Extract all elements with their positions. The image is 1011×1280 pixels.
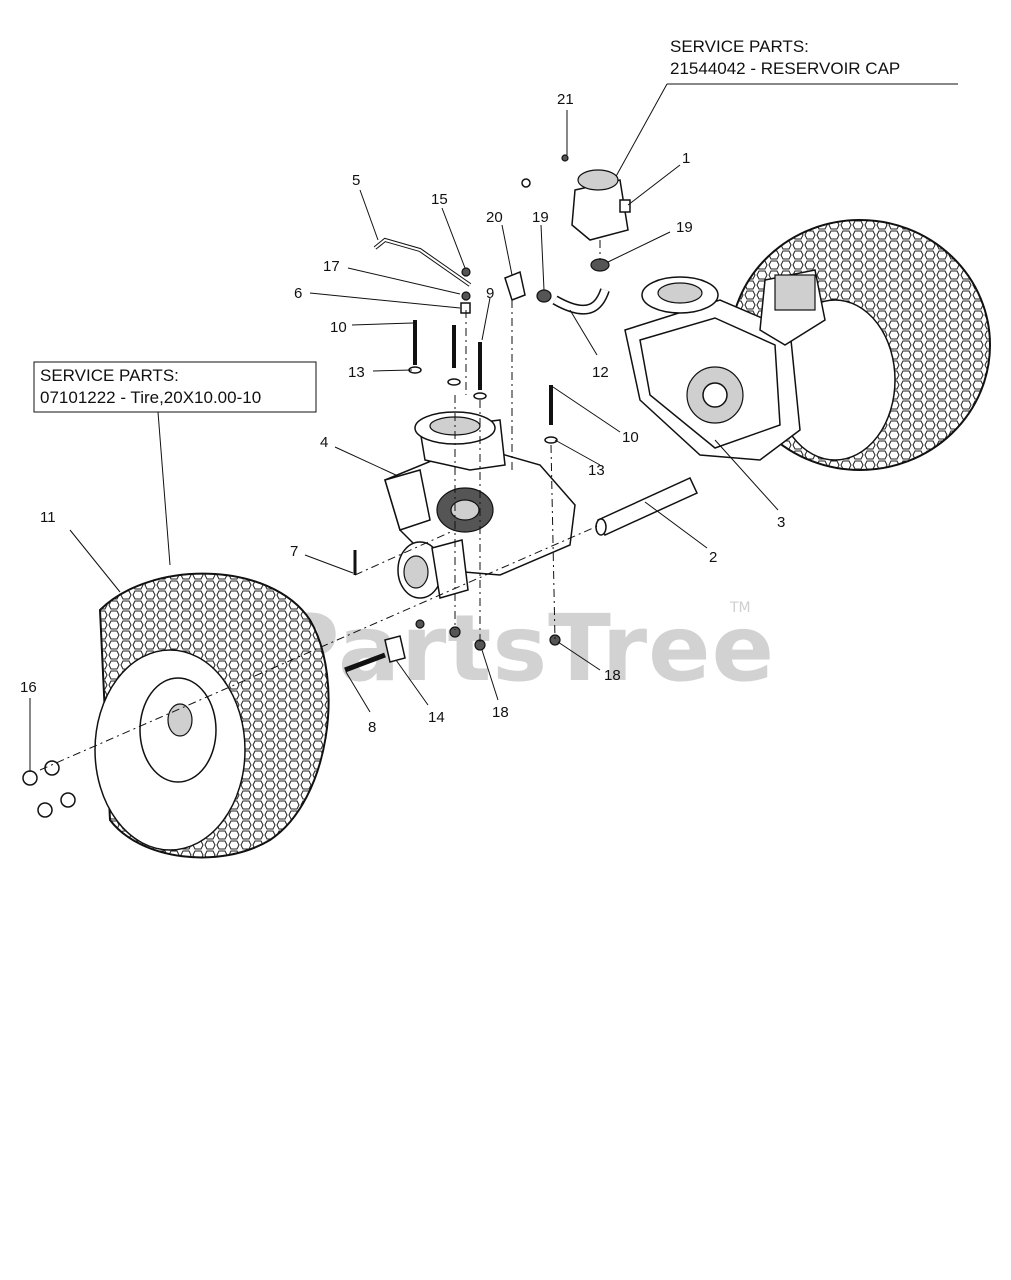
service-parts-reservoir-cap: SERVICE PARTS: 21544042 - RESERVOIR CAP	[613, 37, 958, 181]
hose	[552, 288, 610, 315]
reservoir	[571, 169, 631, 241]
wheel-hub	[397, 539, 469, 599]
left-tire	[94, 572, 330, 859]
callout-7: 7	[290, 543, 298, 560]
callout-10a: 10	[330, 319, 347, 336]
axle-tube	[595, 477, 698, 536]
callout-16: 16	[20, 679, 37, 696]
callout-11: 11	[40, 509, 56, 526]
callout-13b: 13	[588, 462, 605, 479]
callout-20: 20	[486, 209, 503, 226]
callout-3: 3	[777, 514, 785, 531]
callout-12: 12	[592, 364, 609, 381]
callout-numbers: 21 1 5 15 20 19 19 17 6 9 10 12 13 10 4 …	[20, 91, 785, 736]
callout-21: 21	[557, 91, 574, 108]
bolts-and-nuts	[22, 154, 569, 818]
right-transaxle	[624, 269, 826, 461]
elbow-fitting	[504, 270, 526, 301]
service-parts-left-line1: SERVICE PARTS:	[40, 366, 179, 385]
assembly-centerlines	[39, 240, 601, 771]
callout-13a: 13	[348, 364, 365, 381]
service-parts-tire: SERVICE PARTS: 07101222 - Tire,20X10.00-…	[33, 361, 317, 566]
callout-4: 4	[320, 434, 328, 451]
callout-15: 15	[431, 191, 448, 208]
callout-6: 6	[294, 285, 302, 302]
callout-5: 5	[352, 172, 360, 189]
callout-18b: 18	[604, 667, 621, 684]
service-parts-top-line1: SERVICE PARTS:	[670, 37, 809, 56]
callout-10b: 10	[622, 429, 639, 446]
control-rod	[373, 237, 472, 287]
callout-17: 17	[323, 258, 340, 275]
callout-19a: 19	[532, 209, 549, 226]
watermark-text: PartsTree	[272, 595, 775, 702]
service-parts-top-line2: 21544042 - RESERVOIR CAP	[670, 59, 900, 78]
callout-8: 8	[368, 719, 376, 736]
service-parts-left-line2: 07101222 - Tire,20X10.00-10	[40, 388, 261, 407]
leader-lines	[29, 110, 779, 772]
callout-2: 2	[709, 549, 717, 566]
callout-18a: 18	[492, 704, 509, 721]
callout-14: 14	[428, 709, 445, 726]
callout-19b: 19	[676, 219, 693, 236]
watermark-tm: TM	[729, 600, 751, 616]
callout-1: 1	[682, 150, 690, 167]
callout-9: 9	[486, 285, 494, 302]
